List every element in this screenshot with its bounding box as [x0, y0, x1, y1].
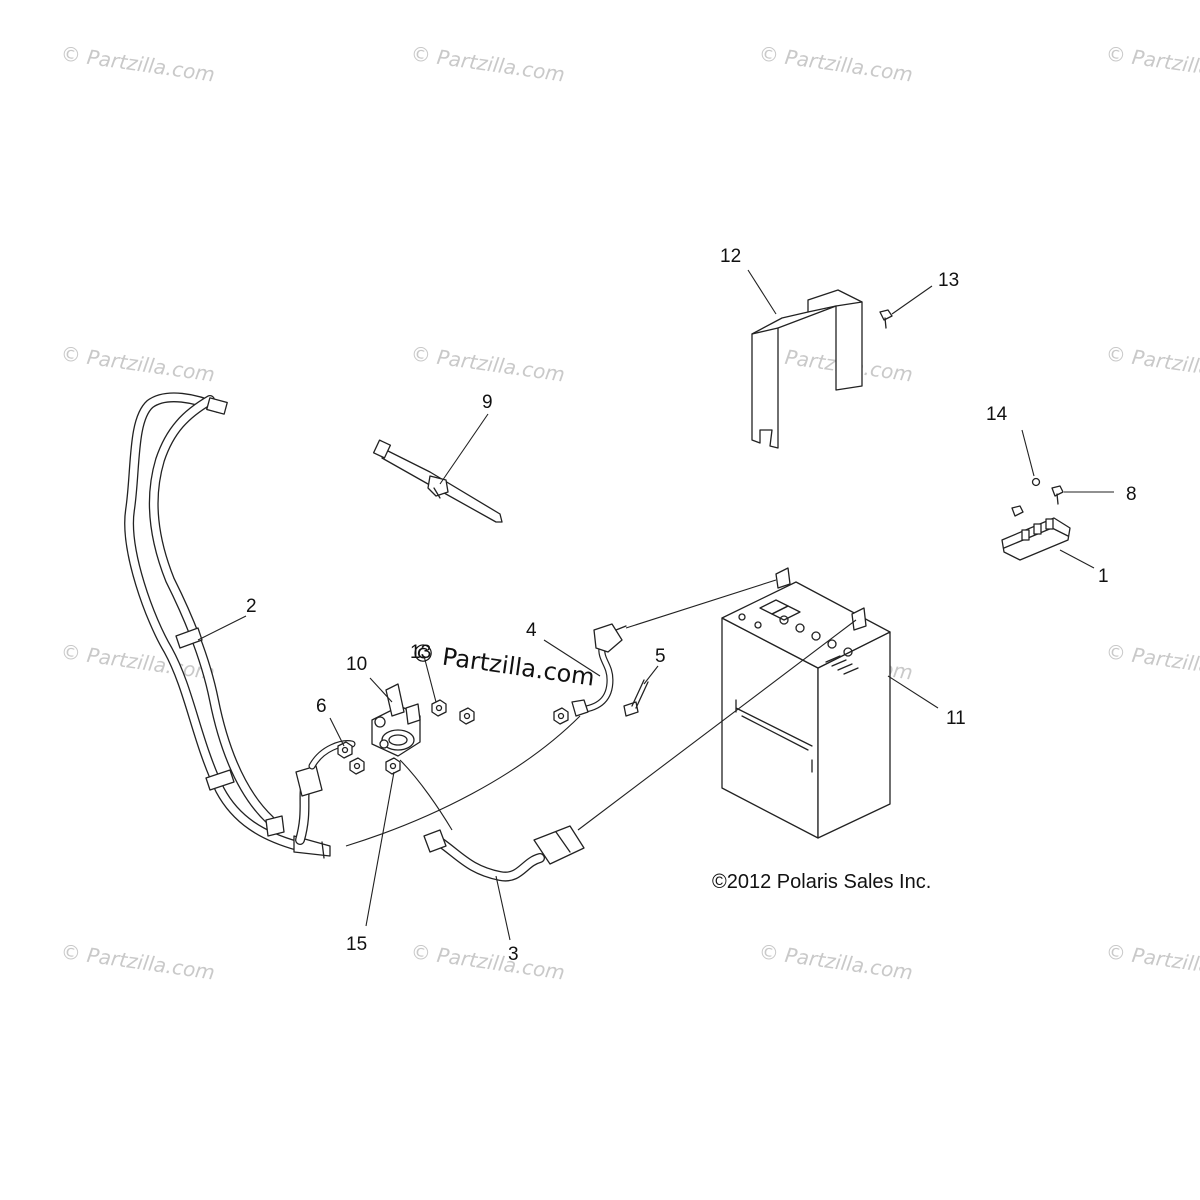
part-13-bolt — [879, 309, 893, 329]
part-3-negative-cable — [423, 825, 585, 882]
part-14-nut — [1031, 477, 1041, 487]
part-8-screw — [1051, 485, 1064, 505]
watermark-text: © Partzilla.com — [59, 939, 216, 984]
callout-2: 2 — [246, 596, 257, 617]
part-12-bracket — [751, 289, 863, 449]
part-10-solenoid — [371, 683, 421, 757]
callout-12: 12 — [720, 246, 741, 267]
center-watermark: © Partzilla.com — [409, 638, 596, 692]
watermark-text: © Partzilla.com — [1104, 639, 1200, 684]
part-5-bolt — [623, 679, 649, 717]
callout-9: 9 — [482, 392, 493, 413]
callout-15: 15 — [346, 934, 367, 955]
watermark-text: © Partzilla.com — [59, 41, 216, 86]
callout-10: 10 — [346, 654, 367, 675]
watermark-text: © Partzilla.com — [59, 639, 216, 684]
part-11-battery — [721, 567, 891, 839]
connection-lines — [345, 579, 857, 847]
callout-11: 11 — [946, 708, 966, 729]
copyright-text: ©2012 Polaris Sales Inc. — [712, 871, 931, 893]
callout-8: 8 — [1126, 484, 1137, 505]
callout-3: 3 — [508, 944, 519, 965]
callout-1: 1 — [1098, 566, 1109, 587]
watermark-text: © Partzilla.com — [757, 41, 914, 86]
callout-5: 5 — [655, 646, 666, 667]
part-4-positive-cable — [571, 623, 627, 717]
watermark-grid: © Partzilla.com © Partzilla.com © Partzi… — [59, 41, 1200, 984]
callout-labels: 1 2 3 4 5 6 8 9 10 11 12 13 14 15 13 — [246, 246, 1137, 965]
watermark-text: © Partzilla.com — [1104, 41, 1200, 86]
part-13b-nut — [431, 699, 569, 725]
watermark-text: © Partzilla.com — [409, 341, 566, 386]
watermark-text: © Partzilla.com — [59, 341, 216, 386]
callout-14: 14 — [986, 404, 1008, 425]
callout-6: 6 — [316, 696, 327, 717]
part-6-nut — [337, 741, 365, 775]
callout-leaders — [197, 269, 1114, 941]
watermark-text: © Partzilla.com — [1104, 939, 1200, 984]
part-1-terminal-block — [1001, 505, 1071, 561]
callout-13b: 13 — [410, 642, 431, 663]
watermark-text: © Partzilla.com — [409, 41, 566, 86]
callout-4: 4 — [526, 620, 537, 641]
watermark-text: © Partzilla.com — [409, 939, 566, 984]
watermark-text: © Partzilla.com — [1104, 341, 1200, 386]
part-2-cable-harness — [124, 392, 356, 859]
part-15-nut — [385, 757, 401, 775]
callout-13: 13 — [938, 270, 959, 291]
watermark-text: © Partzilla.com — [757, 939, 914, 984]
part-9-cable-tie — [372, 439, 503, 523]
